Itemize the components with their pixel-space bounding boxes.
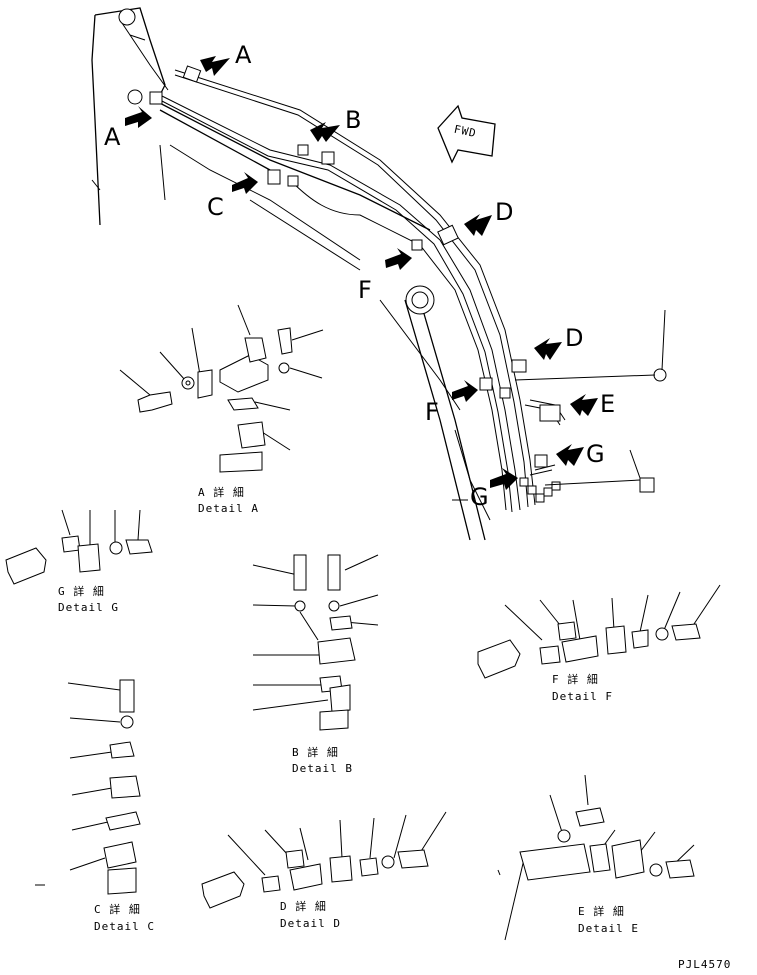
forward-direction-indicator: FWD	[437, 104, 496, 164]
callout-label-d-top: D	[495, 198, 513, 226]
callout-label-e: E	[600, 390, 615, 418]
detail-e: E 詳 細 Detail E	[497, 774, 695, 941]
detail-b-title: B 詳 細	[292, 745, 339, 759]
detail-g: G 詳 細 Detail G	[5, 509, 153, 614]
detail-c-caption: Detail C	[94, 920, 155, 933]
detail-e-title: E 詳 細	[578, 904, 625, 918]
arrow-icon	[125, 106, 152, 128]
detail-a-title: A 詳 細	[198, 485, 245, 499]
detail-f: F 詳 細 Detail F	[477, 584, 721, 703]
callout-label-f-top: F	[358, 276, 372, 304]
detail-c-title: C 詳 細	[94, 902, 141, 916]
detail-d-caption: Detail D	[280, 917, 341, 930]
arrow-icon	[385, 248, 412, 270]
arrow-icon	[452, 380, 478, 402]
detail-b: B 詳 細 Detail B	[252, 554, 379, 775]
arrow-icon	[464, 214, 492, 236]
drawing-code: PJL4570	[678, 958, 731, 971]
callout-label-d-mid: D	[565, 324, 583, 352]
detail-c: C 詳 細 Detail C	[35, 679, 155, 933]
detail-g-title: G 詳 細	[58, 584, 105, 598]
detail-b-caption: Detail B	[292, 762, 353, 775]
callout-label-a-left: A	[104, 123, 121, 151]
callouts: A A B C D D E F F G G	[104, 41, 615, 511]
callout-label-g-left: G	[470, 483, 489, 511]
callout-label-f-mid: F	[425, 398, 439, 426]
callout-label-b: B	[345, 106, 361, 134]
arrow-icon	[490, 468, 518, 490]
arrow-icon	[556, 444, 584, 466]
boom-structure	[91, 7, 486, 541]
detail-d-title: D 詳 細	[280, 899, 327, 913]
callout-label-g-right: G	[586, 440, 605, 468]
arrow-icon	[534, 338, 562, 360]
arrow-icon	[200, 56, 230, 76]
callout-label-a-top: A	[235, 41, 252, 69]
detail-a: A 詳 細 Detail A	[119, 304, 324, 515]
arrow-icon	[570, 394, 598, 416]
detail-d: D 詳 細 Detail D	[201, 811, 447, 930]
hose-routing	[149, 65, 667, 513]
detail-g-caption: Detail G	[58, 601, 119, 614]
detail-e-caption: Detail E	[578, 922, 639, 935]
arrow-icon	[310, 122, 340, 142]
fwd-label: FWD	[453, 123, 478, 140]
detail-f-title: F 詳 細	[552, 672, 599, 686]
detail-a-caption: Detail A	[198, 502, 259, 515]
arrow-icon	[232, 172, 258, 194]
detail-f-caption: Detail F	[552, 690, 613, 703]
callout-label-c: C	[207, 193, 224, 221]
